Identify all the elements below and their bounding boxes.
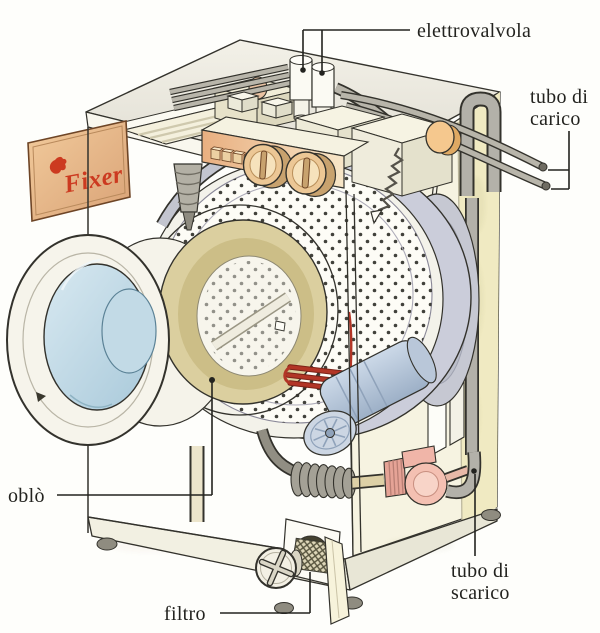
suspension-spring	[375, 147, 405, 216]
filter-assembly	[255, 518, 350, 625]
brand-icon	[49, 156, 67, 174]
label-tubo-di-scarico-line1: tubo di	[451, 560, 509, 582]
inlet-hose-end-1	[538, 162, 548, 172]
pointer-elettrovalvola	[302, 29, 410, 71]
top-assembly: Fixer	[27, 55, 551, 231]
pointer-tubo-carico	[548, 131, 570, 190]
porthole-door	[6, 234, 170, 446]
motor	[319, 336, 437, 428]
pointer-filtro	[220, 572, 311, 614]
door-hinge-mark	[36, 392, 46, 402]
label-tubo-di-carico-line1: tubo di	[530, 86, 588, 108]
valve-body-1	[289, 59, 313, 101]
detergent-bellows-hose	[173, 163, 203, 231]
label-elettrovalvola: elettrovalvola	[417, 20, 531, 42]
pointer-oblo	[57, 382, 213, 496]
label-tubo-di-scarico-line2: scarico	[451, 582, 510, 604]
pointer-dots	[209, 67, 477, 474]
detergent-drawer-front: Fixer	[27, 120, 131, 223]
drum-paddle	[211, 293, 291, 350]
foot-front-right	[274, 602, 294, 614]
timer-knob-2	[285, 151, 337, 198]
motor-pulley	[303, 410, 357, 456]
foot-front-left	[96, 537, 118, 551]
door-glass-bowl-tip	[101, 288, 157, 374]
corrugated-hose	[290, 461, 357, 500]
foot-back-right	[481, 509, 501, 521]
drain-hose-hook	[461, 93, 500, 196]
label-filtro: filtro	[164, 603, 206, 625]
drain-hose-bottom-bend	[445, 451, 480, 498]
base-plinth-right	[344, 508, 498, 591]
pump-outlet	[444, 466, 470, 482]
filter-flap-door	[324, 536, 350, 625]
bottom-assembly	[189, 336, 482, 522]
timer-knob-1	[242, 143, 293, 189]
label-tubo-di-carico-line2: carico	[530, 108, 581, 130]
inlet-hose-end-2	[541, 181, 551, 191]
pointer-lines	[57, 29, 570, 614]
spring-arrow	[370, 209, 384, 225]
filter-cap-handle	[260, 551, 293, 585]
pressure-switch-disc	[425, 120, 455, 154]
pump-inlet-pipe	[351, 475, 385, 488]
door-latch-catch	[274, 320, 286, 332]
drum-interior-perforations	[202, 261, 296, 371]
label-oblo: oblò	[8, 485, 45, 507]
drain-pump	[383, 445, 470, 506]
annotations: elettrovalvola tubo di carico oblò filtr…	[8, 20, 588, 625]
